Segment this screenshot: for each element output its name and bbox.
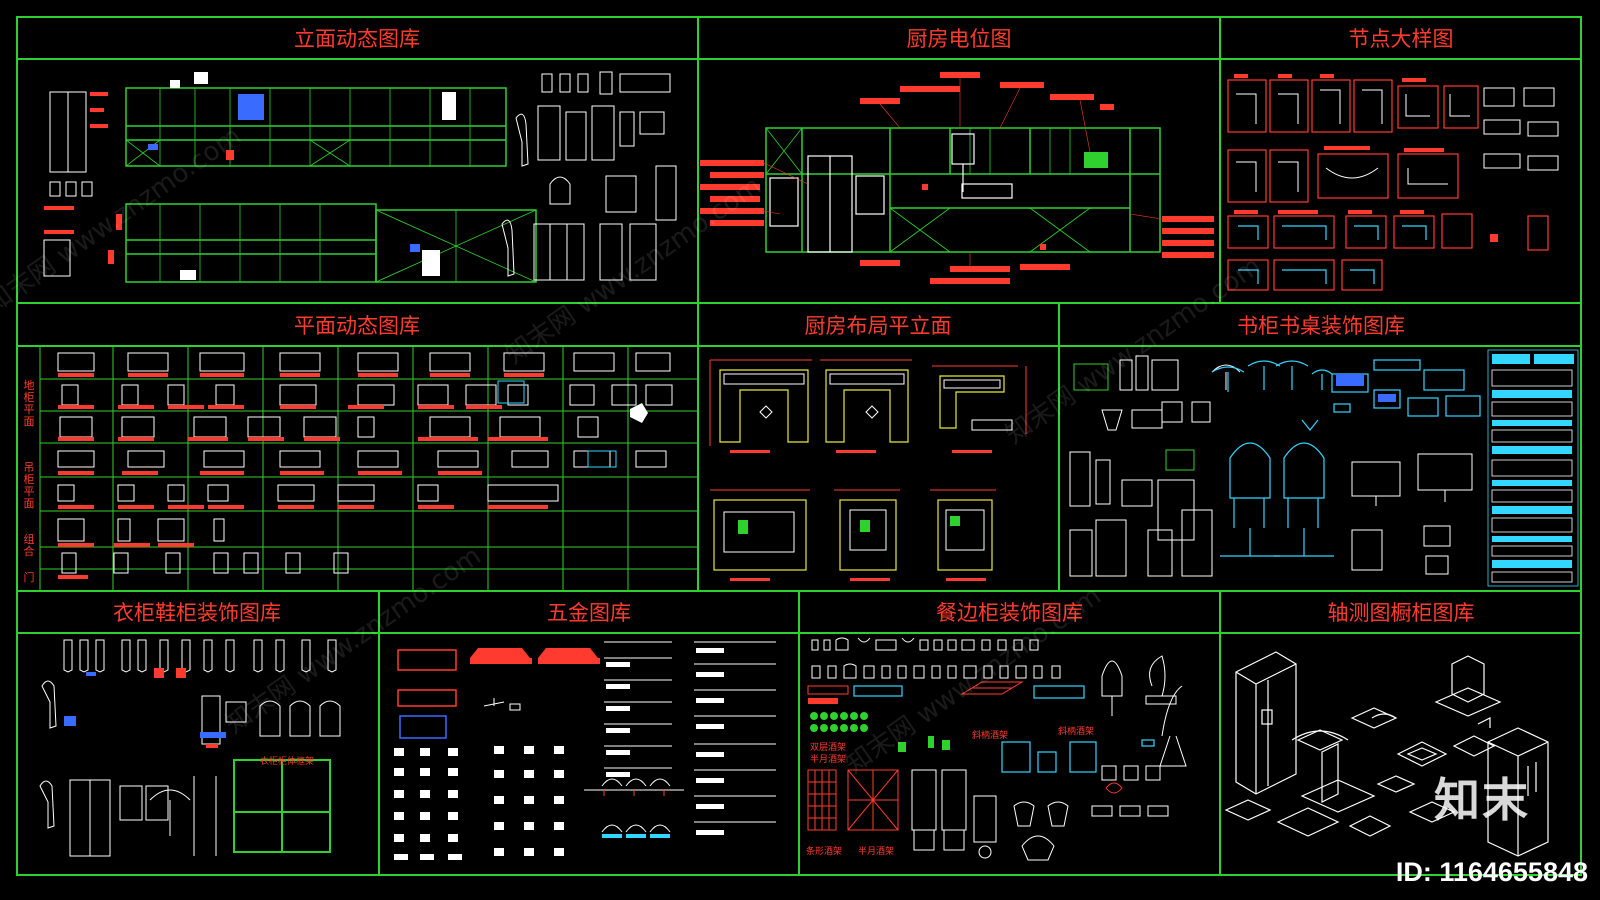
kitchen-layout-plans (709, 359, 1027, 581)
plan-grid-drawings (39, 347, 698, 590)
col-divider-r2-b (1058, 302, 1060, 592)
wardrobe-frame-caption: 衣柜柜体框架 (260, 757, 315, 767)
brand-logo: 知末 (1434, 773, 1530, 827)
panel-title-node-detail: 节点大样图 (1348, 27, 1454, 51)
plan-label-combination: 组合 (23, 533, 35, 558)
panel-title-kitchen-layout: 厨房布局平立面 (804, 314, 952, 338)
bookcase-desk-drawings (1069, 349, 1579, 587)
panel-title-kitchen-power: 厨房电位图 (906, 27, 1012, 51)
col-divider-r3-a (378, 590, 380, 876)
row-divider-1 (16, 302, 1582, 304)
col-divider-r3-c (1219, 590, 1221, 876)
hardware-drawings (394, 641, 776, 860)
wardrobe-shoe-cabinet-drawings (39, 639, 341, 857)
title-underline-row2 (16, 345, 1582, 347)
sideboard-caption-slant-rack-1: 斜柄酒架 (972, 731, 1009, 741)
col-divider-r2-a (697, 302, 699, 592)
elevation-drawings (43, 71, 677, 283)
sideboard-caption-slant-rack-2: 斜柄酒架 (1058, 727, 1095, 737)
col-divider-r1-a (697, 16, 699, 304)
sideboard-caption-half-moon-rack-2: 半月酒架 (810, 755, 847, 765)
panel-title-axonometric: 轴测图橱柜图库 (1327, 601, 1475, 625)
panel-title-sideboard: 餐边柜装饰图库 (936, 601, 1083, 625)
image-id-label: ID: 1164655848 (1395, 857, 1588, 887)
node-detail-drawings (1227, 74, 1559, 291)
panel-title-wardrobe: 衣柜鞋柜装饰图库 (113, 601, 281, 625)
kitchen-power-elevation (700, 72, 1214, 284)
panel-title-hardware: 五金图库 (547, 601, 631, 625)
col-divider-r3-b (798, 590, 800, 876)
plan-label-door: 门 (23, 571, 35, 584)
title-underline-row1 (16, 58, 1582, 60)
sideboard-caption-half-moon-rack: 半月酒架 (858, 847, 895, 857)
plan-label-wall-cabinet: 吊柜平面 (23, 461, 35, 510)
panel-title-bookcase: 书柜书桌装饰图库 (1237, 314, 1405, 338)
panel-title-plan: 平面动态图库 (294, 314, 420, 338)
col-divider-r1-b (1219, 16, 1221, 304)
axonometric-cabinet-drawings (1224, 651, 1549, 857)
panel-title-elevation: 立面动态图库 (294, 27, 420, 51)
sideboard-drawings (807, 637, 1187, 861)
sideboard-caption-bar-rack: 条形酒架 (806, 847, 843, 857)
sideboard-caption-double-rack: 双层酒架 (810, 743, 847, 753)
plan-label-base-cabinet: 地柜平面 (23, 379, 35, 428)
